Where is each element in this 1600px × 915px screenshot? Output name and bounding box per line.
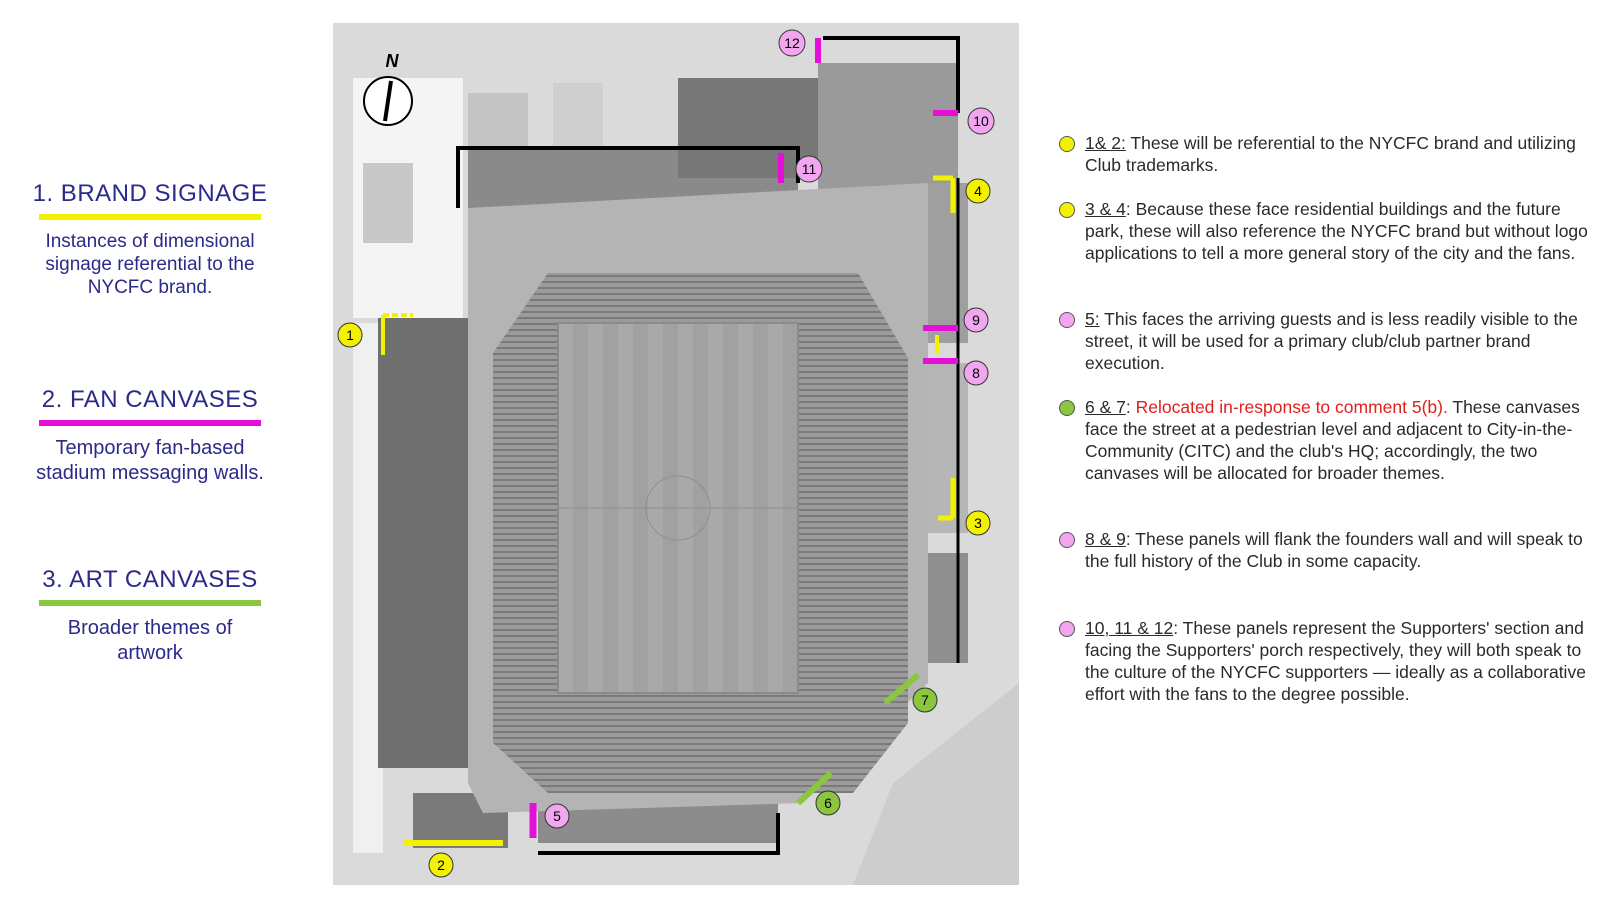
note-key: 6 & 7 (1085, 397, 1126, 417)
legend-brand-signage: 1. BRAND SIGNAGE Instances of dimensiona… (30, 180, 270, 299)
note-3-4: 3 & 4: Because these face residential bu… (1059, 198, 1597, 264)
marker-1: 1 (337, 322, 363, 348)
legend-description: Instances of dimensional signage referen… (45, 231, 255, 298)
legend-description: Temporary fan-based stadium messaging wa… (36, 437, 264, 484)
legend-title: 2. FAN CANVASES (41, 386, 259, 413)
svg-text:11: 11 (802, 161, 817, 177)
svg-text:8: 8 (972, 365, 980, 381)
note-10-11-12: 10, 11 & 12: These panels represent the … (1059, 617, 1597, 705)
svg-text:9: 9 (972, 312, 980, 328)
marker-12: 12 (778, 29, 806, 57)
svg-text:3: 3 (974, 515, 982, 531)
svg-text:2: 2 (437, 857, 445, 873)
svg-text:12: 12 (784, 35, 800, 51)
marker-11: 11 (795, 155, 823, 183)
pink-dot-icon (1059, 621, 1075, 637)
note-text: These canvases face the street at a pede… (1085, 397, 1580, 483)
legend-description: Broader themes of artwork (67, 617, 233, 664)
note-key: 8 & 9 (1085, 529, 1126, 549)
note-text: : These panels represent the Supporters'… (1085, 618, 1586, 704)
yellow-dot-icon (1059, 136, 1075, 152)
note-6-7: 6 & 7: Relocated in-response to comment … (1059, 396, 1597, 484)
svg-text:10: 10 (973, 113, 989, 129)
legend-art-canvases: 3. ART CANVASES Broader themes of artwor… (30, 566, 270, 666)
pink-dot-icon (1059, 312, 1075, 328)
note-text: : These panels will flank the founders w… (1085, 529, 1583, 571)
legend-title: 3. ART CANVASES (42, 566, 258, 593)
legend-fan-canvases: 2. FAN CANVASES Temporary fan-based stad… (30, 386, 270, 486)
legend-title: 1. BRAND SIGNAGE (32, 180, 268, 207)
map-markers: 1 2 3 4 5 6 7 8 9 10 11 12 (337, 29, 995, 878)
marker-10: 10 (967, 107, 995, 135)
pink-dot-icon (1059, 532, 1075, 548)
note-text: : Because these face residential buildin… (1085, 199, 1588, 263)
note-key: 1& 2: (1085, 133, 1126, 153)
site-plan-drawing: N (333, 23, 1019, 885)
svg-text:6: 6 (824, 795, 832, 811)
marker-8: 8 (963, 360, 989, 386)
svg-text:7: 7 (921, 692, 929, 708)
svg-text:4: 4 (974, 183, 982, 199)
note-key: 10, 11 & 12 (1085, 618, 1174, 638)
marker-2: 2 (428, 852, 454, 878)
note-key: 3 & 4 (1085, 199, 1126, 219)
legend-color-bar (39, 420, 261, 426)
legend-color-bar (39, 214, 261, 220)
marker-4: 4 (965, 178, 991, 204)
marker-5: 5 (544, 803, 570, 829)
note-text: This faces the arriving guests and is le… (1085, 309, 1578, 373)
legend-color-bar (39, 600, 261, 606)
note-5: 5: This faces the arriving guests and is… (1059, 308, 1597, 374)
north-label: N (386, 51, 400, 71)
yellow-dot-icon (1059, 202, 1075, 218)
marker-7: 7 (912, 687, 938, 713)
marker-6: 6 (815, 790, 841, 816)
note-8-9: 8 & 9: These panels will flank the found… (1059, 528, 1597, 572)
note-text: These will be referential to the NYCFC b… (1085, 133, 1576, 175)
marker-3: 3 (965, 510, 991, 536)
stadium-site-plan: N 1 2 3 4 5 6 7 8 9 10 11 12 (333, 23, 1019, 885)
green-dot-icon (1059, 400, 1075, 416)
note-key: 5: (1085, 309, 1100, 329)
svg-text:1: 1 (346, 327, 354, 343)
note-text-lead: : (1125, 397, 1136, 417)
marker-9: 9 (963, 307, 989, 333)
note-1-2: 1& 2: These will be referential to the N… (1059, 132, 1597, 176)
note-red-text: Relocated in-response to comment 5(b). (1135, 397, 1448, 417)
svg-text:5: 5 (553, 808, 561, 824)
